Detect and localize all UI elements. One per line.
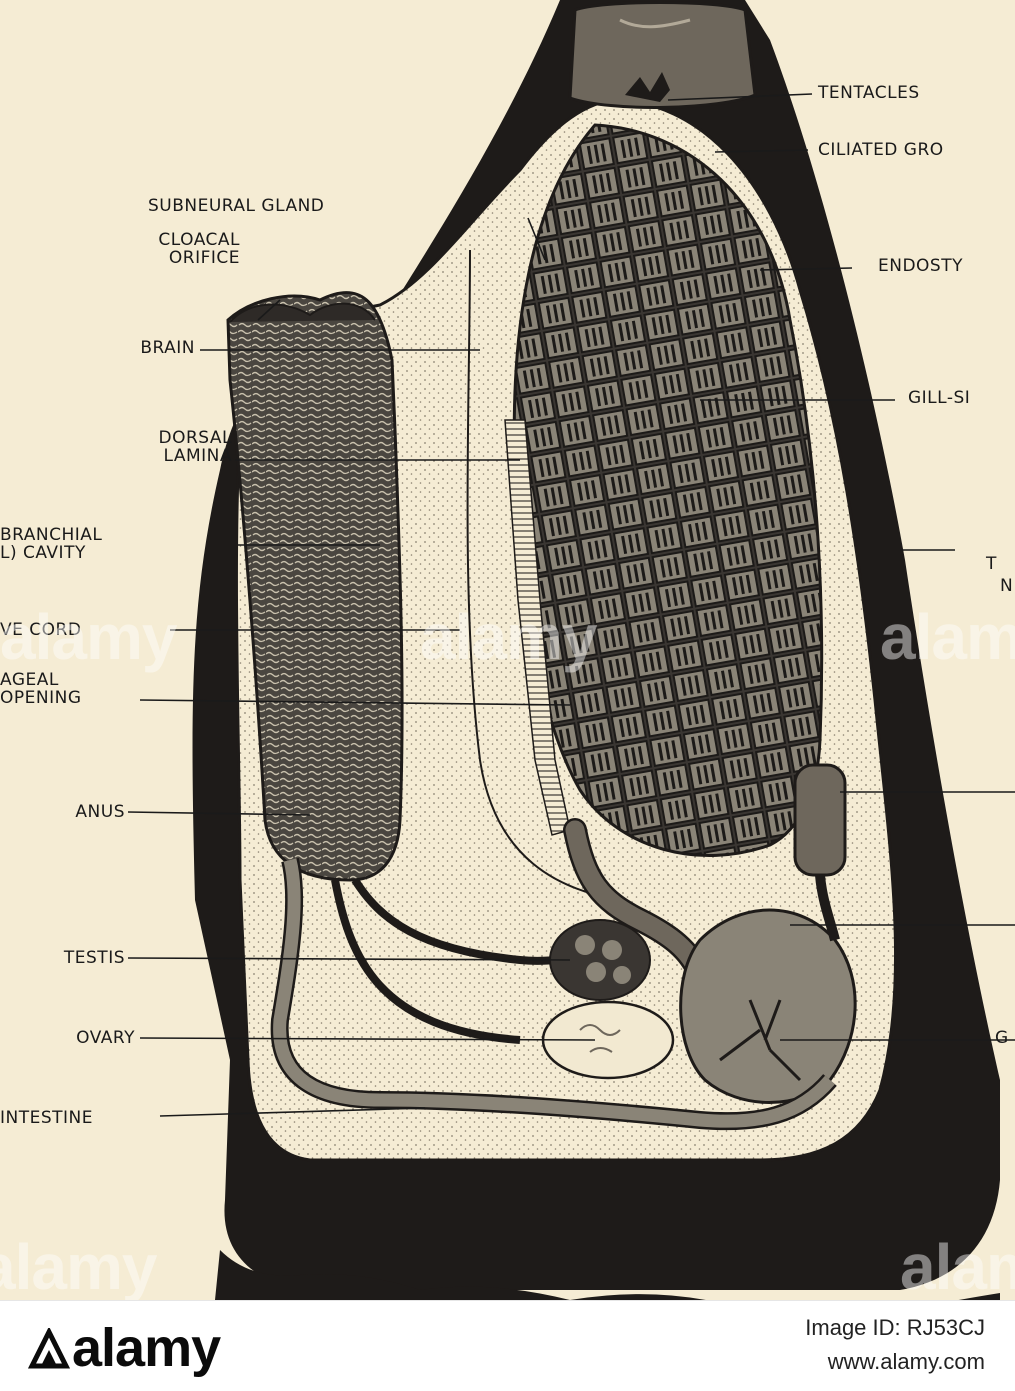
label-dorsal-lamina-line1: DORSAL	[60, 430, 232, 447]
label-branchial-cavity-line2: L) CAVITY	[0, 545, 86, 562]
label-cloacal-orifice-line2: ORIFICE	[130, 250, 240, 267]
label-brain: BRAIN	[60, 340, 195, 357]
label-intestine: INTESTINE	[0, 1110, 93, 1127]
label-anus: ANUS	[0, 804, 125, 821]
alamy-logo-icon	[28, 1328, 70, 1370]
pericardium	[795, 765, 845, 875]
label-ovary: OVARY	[0, 1030, 135, 1047]
site-url[interactable]: www.alamy.com	[828, 1349, 985, 1375]
label-subneural-gland: SUBNEURAL GLAND	[148, 198, 324, 215]
label-ciliated-groove: CILIATED GRO	[818, 142, 944, 159]
label-branchial-cavity-line1: BRANCHIAL	[0, 527, 102, 544]
label-tunic-line2: N	[1000, 578, 1013, 595]
watermark-text: alamy	[0, 1230, 156, 1300]
watermark-text: alamy	[900, 1230, 1015, 1300]
alamy-logo[interactable]: alamy	[28, 1317, 220, 1379]
label-testis: TESTIS	[0, 950, 125, 967]
ascidian-anatomy-figure: TENTACLES CILIATED GRO SUBNEURAL GLAND C…	[0, 0, 1015, 1300]
watermark-text: alamy	[0, 600, 176, 674]
label-dorsal-lamina-line2: LAMINA	[60, 448, 232, 465]
stock-footer-bar: alamy Image ID: RJ53CJ www.alamy.com	[0, 1300, 1015, 1391]
label-tentacles: TENTACLES	[818, 85, 920, 102]
image-id: Image ID: RJ53CJ	[805, 1315, 985, 1341]
label-esophageal-line2: OPENING	[0, 690, 82, 707]
label-cloacal-orifice-line1: CLOACAL	[130, 232, 240, 249]
label-gill-slits: GILL-SI	[908, 390, 970, 407]
alamy-logo-text: alamy	[72, 1318, 220, 1378]
stomach	[681, 910, 856, 1103]
label-tunic-line1: T	[986, 556, 997, 573]
watermark-text: alamy	[880, 600, 1015, 674]
label-endostyle: ENDOSTY	[878, 258, 963, 275]
label-esophageal-line1: AGEAL	[0, 672, 59, 689]
watermark-text: alamy	[420, 600, 596, 674]
label-gonoduct: G	[995, 1030, 1009, 1047]
